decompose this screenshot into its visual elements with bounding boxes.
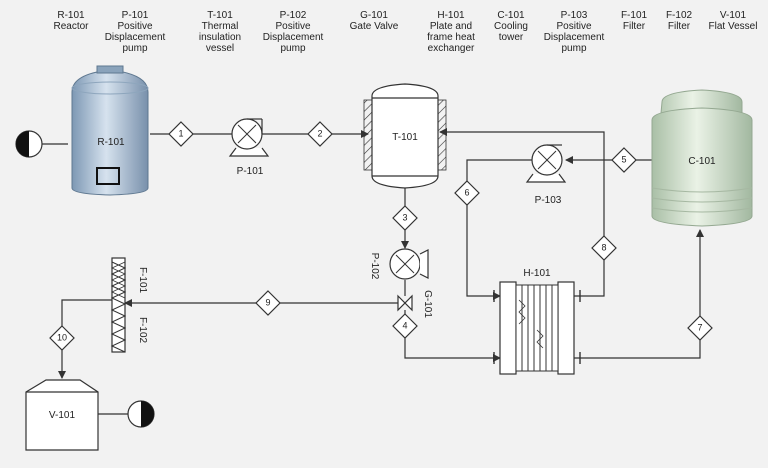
stream-2[interactable]: 2: [307, 121, 333, 147]
pump-p103-label: P-103: [535, 195, 562, 206]
filter-f101-label: F-101: [137, 267, 148, 294]
svg-text:9: 9: [265, 297, 270, 307]
stream-1[interactable]: 1: [168, 121, 194, 147]
flat-vessel-label: V-101: [49, 410, 76, 421]
offpage-connector-right: [127, 400, 155, 428]
stream-9[interactable]: 9: [255, 290, 281, 316]
exchanger-h101[interactable]: H-101: [493, 268, 581, 375]
stream-5[interactable]: 5: [611, 147, 637, 173]
stream-10[interactable]: 10: [49, 325, 75, 351]
svg-text:7: 7: [697, 322, 702, 332]
exchanger-h101-label: H-101: [523, 268, 551, 279]
pump-p102-label: P-102: [369, 253, 380, 280]
pump-p101[interactable]: P-101: [228, 118, 270, 177]
svg-text:3: 3: [402, 212, 407, 222]
filter-f102-label: F-102: [137, 317, 148, 344]
vessel-t101[interactable]: T-101: [363, 83, 447, 189]
svg-text:5: 5: [621, 154, 626, 164]
stream-3[interactable]: 3: [392, 205, 418, 231]
svg-text:6: 6: [464, 187, 469, 197]
line-h101-c101: [574, 229, 704, 359]
gate-valve-g101[interactable]: G-101: [397, 290, 433, 318]
tower-c101[interactable]: C-101: [651, 89, 753, 227]
line-p103-h101: [466, 159, 532, 300]
tower-c101-label: C-101: [688, 156, 716, 167]
svg-text:4: 4: [402, 320, 407, 330]
vessel-t101-label: T-101: [392, 132, 418, 143]
offpage-connector-left: [15, 130, 43, 158]
pump-p102[interactable]: P-102: [369, 248, 429, 280]
reactor-label: R-101: [97, 137, 125, 148]
valve-g101-label: G-101: [422, 290, 433, 318]
svg-text:2: 2: [317, 128, 322, 138]
svg-text:8: 8: [601, 242, 606, 252]
svg-text:1: 1: [178, 128, 183, 138]
svg-text:10: 10: [57, 332, 67, 342]
stream-7[interactable]: 7: [687, 315, 713, 341]
filter-f101-f102[interactable]: F-101 F-102: [110, 257, 148, 353]
reactor-r101[interactable]: R-101: [71, 65, 149, 196]
line-valve-h101: [404, 310, 501, 362]
line-h101-t101: [439, 128, 605, 297]
pump-p101-label: P-101: [237, 166, 264, 177]
flat-vessel-v101[interactable]: V-101: [25, 379, 99, 451]
pump-p103[interactable]: P-103: [525, 144, 567, 206]
line-filter-v101: [58, 299, 112, 379]
stream-4[interactable]: 4: [392, 313, 418, 339]
stream-8[interactable]: 8: [591, 235, 617, 261]
stream-6[interactable]: 6: [454, 180, 480, 206]
